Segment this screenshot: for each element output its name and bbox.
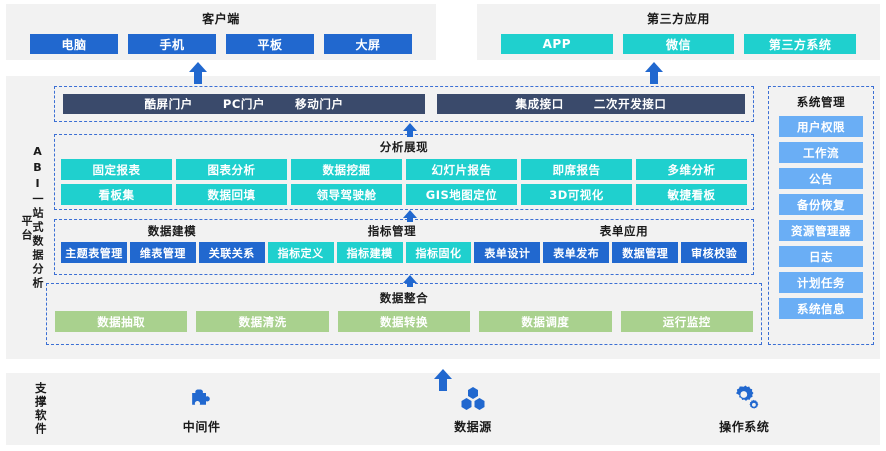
portal-item-secondary-dev-api[interactable]: 二次开发接口 bbox=[593, 97, 667, 111]
thirdparty-item-app[interactable]: APP bbox=[501, 34, 613, 54]
modeling-band: 数据建模 指标管理 表单应用 主题表管理 维表管理 关联关系 指标定义 指标建模… bbox=[54, 219, 754, 275]
sysadmin-items-list: 用户权限 工作流 公告 备份恢复 资源管理器 日志 计划任务 系统信息 bbox=[769, 110, 873, 319]
hexagon-cluster-icon bbox=[459, 384, 487, 414]
portal-item-coolscreen[interactable]: 酷屏门户 bbox=[144, 97, 193, 111]
client-item-pc[interactable]: 电脑 bbox=[30, 34, 118, 54]
analysis-item-fixed-report[interactable]: 固定报表 bbox=[61, 159, 172, 180]
sysadmin-title: 系统管理 bbox=[796, 95, 846, 109]
puzzle-piece-icon bbox=[189, 384, 215, 414]
analysis-item-multidim[interactable]: 多维分析 bbox=[636, 159, 747, 180]
sysadmin-item-resource-manager[interactable]: 资源管理器 bbox=[779, 220, 863, 241]
analysis-item-3d-visual[interactable]: 3D可视化 bbox=[521, 184, 632, 205]
portal-item-mobile[interactable]: 移动门户 bbox=[295, 97, 344, 111]
modeling-group-title-datamodel: 数据建模 bbox=[147, 224, 197, 238]
support-item-datasource[interactable]: 数据源 bbox=[337, 373, 608, 445]
indicator-item-solidify[interactable]: 指标固化 bbox=[405, 242, 472, 263]
analysis-title: 分析展现 bbox=[379, 140, 429, 154]
analysis-item-agile-board[interactable]: 敏捷看板 bbox=[636, 184, 747, 205]
integration-item-monitor[interactable]: 运行监控 bbox=[620, 311, 753, 332]
thirdparty-items-row: APP 微信 第三方系统 bbox=[477, 34, 880, 54]
analysis-item-data-mining[interactable]: 数据挖掘 bbox=[291, 159, 402, 180]
sysadmin-item-backup-restore[interactable]: 备份恢复 bbox=[779, 194, 863, 215]
integration-item-transform[interactable]: 数据转换 bbox=[337, 311, 471, 332]
sysadmin-item-scheduled-task[interactable]: 计划任务 bbox=[779, 272, 863, 293]
thirdparty-item-system[interactable]: 第三方系统 bbox=[744, 34, 857, 54]
integration-title: 数据整合 bbox=[379, 291, 429, 305]
modeling-items-row: 主题表管理 维表管理 关联关系 指标定义 指标建模 指标固化 表单设计 表单发布… bbox=[55, 239, 753, 263]
integration-item-clean[interactable]: 数据清洗 bbox=[196, 311, 329, 332]
sysadmin-item-announcement[interactable]: 公告 bbox=[779, 168, 863, 189]
platform-vertical-label: ABI一站式数据分析 平台 bbox=[10, 82, 54, 354]
analysis-item-leader-cockpit[interactable]: 领导驾驶舱 bbox=[291, 184, 402, 205]
sysadmin-item-log[interactable]: 日志 bbox=[779, 246, 863, 267]
analysis-item-dashboard-set[interactable]: 看板集 bbox=[61, 184, 172, 205]
sysadmin-item-workflow[interactable]: 工作流 bbox=[779, 142, 863, 163]
indicator-item-definition[interactable]: 指标定义 bbox=[267, 242, 334, 263]
client-panel-title: 客户端 bbox=[202, 12, 240, 26]
sysadmin-item-user-permission[interactable]: 用户权限 bbox=[779, 116, 863, 137]
analysis-item-adhoc-report[interactable]: 即席报告 bbox=[521, 159, 632, 180]
portal-item-integration-api[interactable]: 集成接口 bbox=[515, 97, 564, 111]
modeling-item-relation[interactable]: 关联关系 bbox=[198, 242, 265, 263]
thirdparty-panel: 第三方应用 APP 微信 第三方系统 bbox=[477, 4, 880, 60]
support-item-os-label: 操作系统 bbox=[719, 419, 770, 434]
support-item-middleware-label: 中间件 bbox=[182, 419, 221, 434]
form-item-data-manage[interactable]: 数据管理 bbox=[612, 242, 679, 263]
portal-left-group: 酷屏门户 PC门户 移动门户 bbox=[63, 94, 425, 114]
integration-item-schedule[interactable]: 数据调度 bbox=[479, 311, 612, 332]
analysis-row-1: 固定报表 图表分析 数据挖掘 幻灯片报告 即席报告 多维分析 bbox=[55, 155, 753, 180]
thirdparty-item-wechat[interactable]: 微信 bbox=[622, 34, 735, 54]
portal-band: 酷屏门户 PC门户 移动门户 集成接口 二次开发接口 bbox=[54, 86, 754, 122]
portal-item-pc[interactable]: PC门户 bbox=[222, 97, 266, 111]
support-items-row: 中间件 数据源 bbox=[66, 373, 880, 445]
analysis-item-chart-analysis[interactable]: 图表分析 bbox=[176, 159, 287, 180]
indicator-item-modeling[interactable]: 指标建模 bbox=[336, 242, 403, 263]
modeling-item-dim-table[interactable]: 维表管理 bbox=[129, 242, 196, 263]
integration-band: 数据整合 数据抽取 数据清洗 数据转换 数据调度 运行监控 bbox=[46, 283, 762, 345]
support-vertical-label: 支撑软件 bbox=[20, 379, 60, 439]
platform-label-second: 平台 bbox=[20, 215, 33, 243]
form-item-audit-check[interactable]: 审核校验 bbox=[681, 242, 748, 263]
analysis-item-slide-report[interactable]: 幻灯片报告 bbox=[406, 159, 517, 180]
integration-item-extract[interactable]: 数据抽取 bbox=[55, 311, 188, 332]
portal-right-group: 集成接口 二次开发接口 bbox=[437, 94, 745, 114]
modeling-item-subject-table[interactable]: 主题表管理 bbox=[61, 242, 127, 263]
support-label-text: 支撑软件 bbox=[33, 382, 48, 436]
modeling-group-title-indicator: 指标管理 bbox=[367, 224, 417, 238]
platform-panel: ABI一站式数据分析 平台 酷屏门户 PC门户 移动门户 集成接口 二次开发接口 bbox=[6, 76, 880, 359]
support-item-os[interactable]: 操作系统 bbox=[609, 373, 880, 445]
support-item-datasource-label: 数据源 bbox=[454, 419, 492, 434]
thirdparty-panel-title: 第三方应用 bbox=[646, 12, 710, 26]
platform-label-main: ABI一站式数据分析 bbox=[31, 145, 44, 291]
analysis-band: 分析展现 固定报表 图表分析 数据挖掘 幻灯片报告 即席报告 多维分析 看板集 … bbox=[54, 134, 754, 210]
integration-items-row: 数据抽取 数据清洗 数据转换 数据调度 运行监控 bbox=[47, 306, 761, 332]
analysis-item-gis-map[interactable]: GIS地图定位 bbox=[406, 184, 517, 205]
client-items-row: 电脑 手机 平板 大屏 bbox=[6, 34, 436, 54]
form-item-design[interactable]: 表单设计 bbox=[474, 242, 541, 263]
form-item-publish[interactable]: 表单发布 bbox=[543, 242, 610, 263]
sysadmin-item-system-info[interactable]: 系统信息 bbox=[779, 298, 863, 319]
sysadmin-band: 系统管理 用户权限 工作流 公告 备份恢复 资源管理器 日志 计划任务 系统信息 bbox=[768, 86, 874, 345]
client-item-bigscreen[interactable]: 大屏 bbox=[324, 34, 412, 54]
analysis-item-data-backfill[interactable]: 数据回填 bbox=[176, 184, 287, 205]
modeling-group-title-form: 表单应用 bbox=[599, 224, 649, 238]
client-item-tablet[interactable]: 平板 bbox=[226, 34, 314, 54]
client-panel: 客户端 电脑 手机 平板 大屏 bbox=[6, 4, 436, 60]
gear-icon bbox=[729, 384, 759, 414]
modeling-group-titles: 数据建模 指标管理 表单应用 bbox=[55, 220, 753, 239]
analysis-row-2: 看板集 数据回填 领导驾驶舱 GIS地图定位 3D可视化 敏捷看板 bbox=[55, 180, 753, 205]
client-item-mobile[interactable]: 手机 bbox=[128, 34, 216, 54]
support-item-middleware[interactable]: 中间件 bbox=[66, 373, 337, 445]
